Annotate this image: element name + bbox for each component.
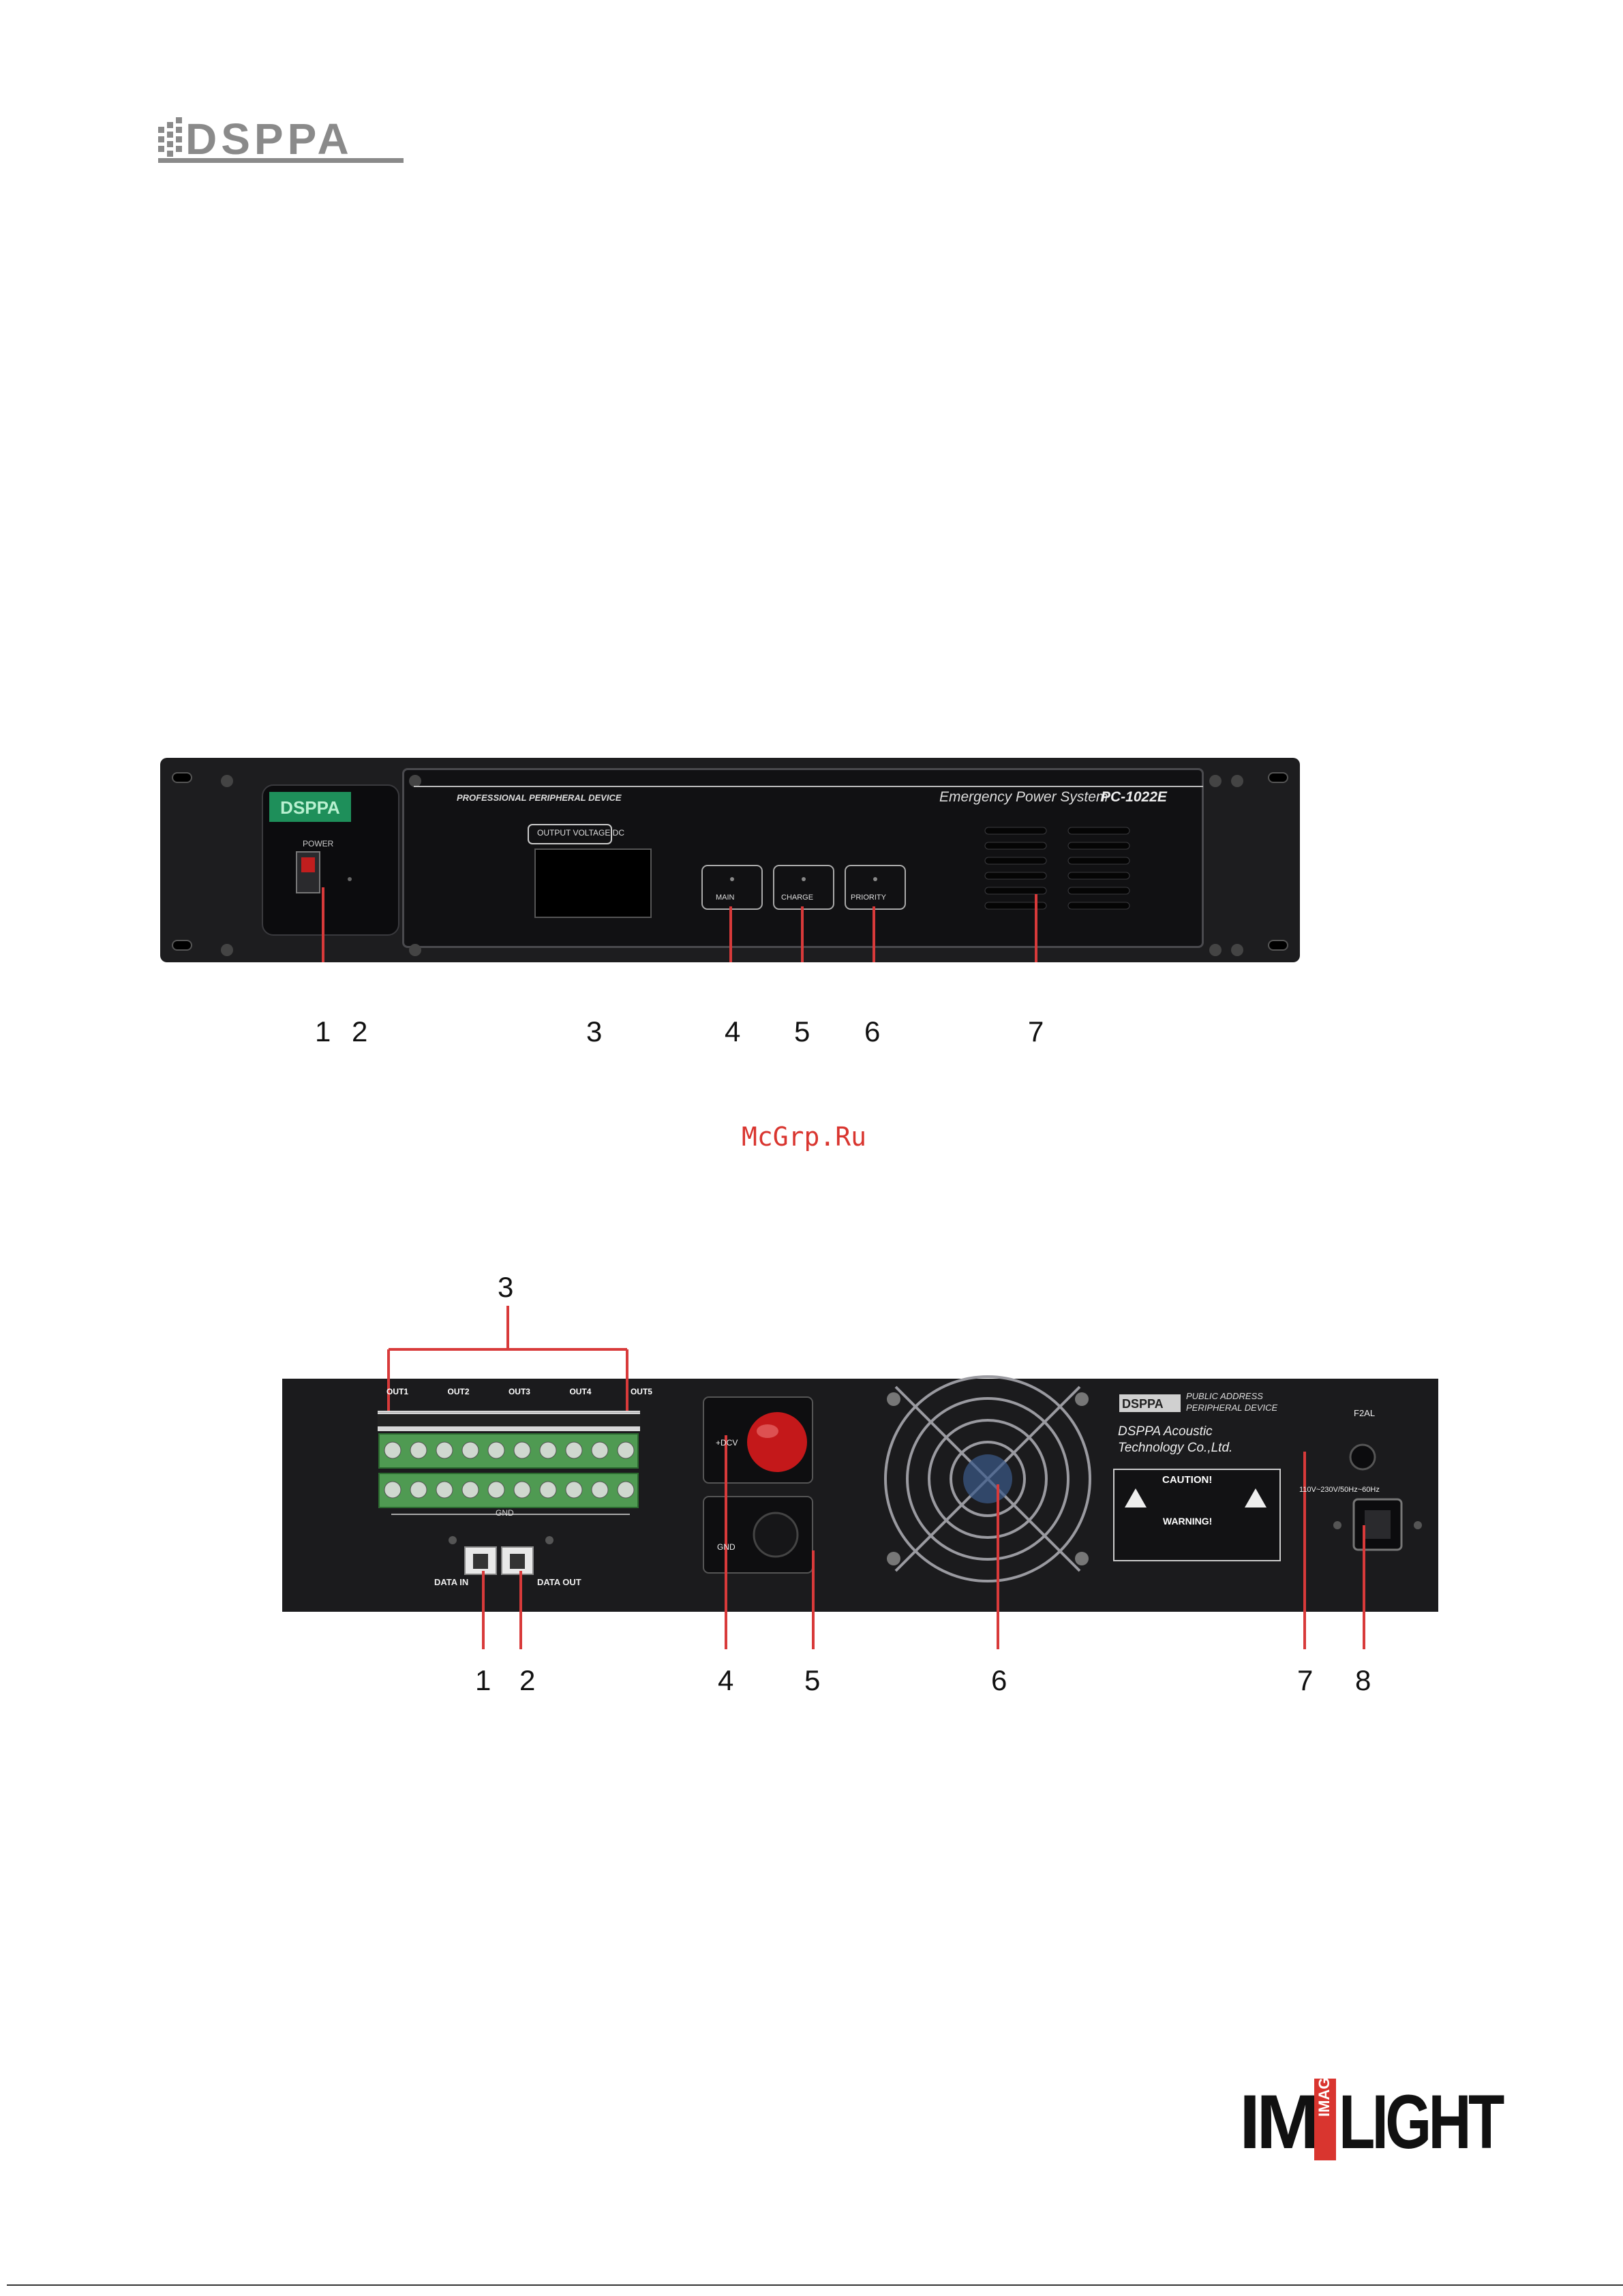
rear-callout-3: 3 <box>498 1271 514 1303</box>
imagelight-logo-image: IMAGE <box>1316 2067 1333 2117</box>
front-callout-6: 6 <box>864 1015 881 1047</box>
front-callout-1: 1 <box>315 1015 331 1047</box>
rear-data-in-label: DATA IN <box>434 1577 469 1587</box>
rear-output-labels: OUT1 OUT2 OUT3 OUT4 OUT5 <box>386 1387 652 1396</box>
rear-callout-7: 7 <box>1297 1664 1314 1696</box>
rear-out5-label: OUT5 <box>630 1387 652 1396</box>
rear-out4-label: OUT4 <box>569 1387 592 1396</box>
rear-callout-4: 4 <box>718 1664 734 1696</box>
rear-brand-line1: PUBLIC ADDRESS <box>1186 1391 1263 1401</box>
rear-dcv-label: +DCV <box>716 1438 738 1448</box>
rear-logo: DSPPA <box>1122 1397 1164 1411</box>
front-indicator-main: MAIN <box>716 893 735 902</box>
front-callout-7: 7 <box>1028 1015 1044 1047</box>
front-callout-4: 4 <box>725 1015 741 1047</box>
rear-out1-label: OUT1 <box>386 1387 409 1396</box>
rear-fuse-label: F2AL <box>1354 1408 1376 1418</box>
imagelight-logo-light: LIGHT <box>1339 2079 1504 2164</box>
rear-out2-label: OUT2 <box>447 1387 470 1396</box>
front-callout-5: 5 <box>794 1015 810 1047</box>
rear-gnd-button-label: GND <box>717 1542 735 1552</box>
watermark-text: McGrp.Ru <box>742 1122 867 1152</box>
rear-callout-8: 8 <box>1355 1664 1371 1696</box>
rear-company-line1: DSPPA Acoustic <box>1118 1424 1213 1439</box>
rear-callout-2: 2 <box>519 1664 536 1696</box>
imagelight-logo: IM IMAGE LIGHT <box>1239 2068 1504 2167</box>
front-indicator-charge: CHARGE <box>781 893 814 902</box>
rear-panel-details <box>378 1306 1422 1649</box>
rear-data-out-label: DATA OUT <box>537 1577 581 1587</box>
front-panel-details: DSPPA <box>172 772 1288 962</box>
front-header-left: PROFESSIONAL PERIPHERAL DEVICE <box>457 793 622 803</box>
rear-caution-title: CAUTION! <box>1162 1474 1213 1486</box>
front-callout-3: 3 <box>586 1015 603 1047</box>
front-power-label: POWER <box>303 839 334 848</box>
rear-out3-label: OUT3 <box>508 1387 530 1396</box>
rear-company-line2: Technology Co.,Ltd. <box>1118 1441 1233 1455</box>
rear-power-spec: 110V~230V/50Hz~60Hz <box>1299 1486 1380 1494</box>
imagelight-logo-bar <box>1314 2079 1336 2160</box>
front-model: PC-1022E <box>1101 789 1167 805</box>
front-logo-text: DSPPA <box>280 797 340 818</box>
front-indicator-priority: PRIORITY <box>851 893 886 902</box>
front-callout-2: 2 <box>352 1015 368 1047</box>
dsppa-logo: DSPPA <box>158 114 404 164</box>
front-header-right: Emergency Power System <box>939 789 1108 805</box>
imagelight-logo-im: IM <box>1239 2079 1320 2164</box>
rear-callout-1: 1 <box>475 1664 491 1696</box>
front-display-label: OUTPUT VOLTAGE DC <box>537 828 625 838</box>
rear-callout-6: 6 <box>991 1664 1007 1696</box>
dsppa-logo-text: DSPPA <box>185 114 353 164</box>
rear-callout-5: 5 <box>804 1664 821 1696</box>
rear-warning-title: WARNING! <box>1163 1516 1213 1527</box>
rear-brand-line2: PERIPHERAL DEVICE <box>1186 1403 1278 1413</box>
rear-gnd-label: GND <box>496 1508 514 1518</box>
page-bottom-line <box>7 2284 1623 2286</box>
